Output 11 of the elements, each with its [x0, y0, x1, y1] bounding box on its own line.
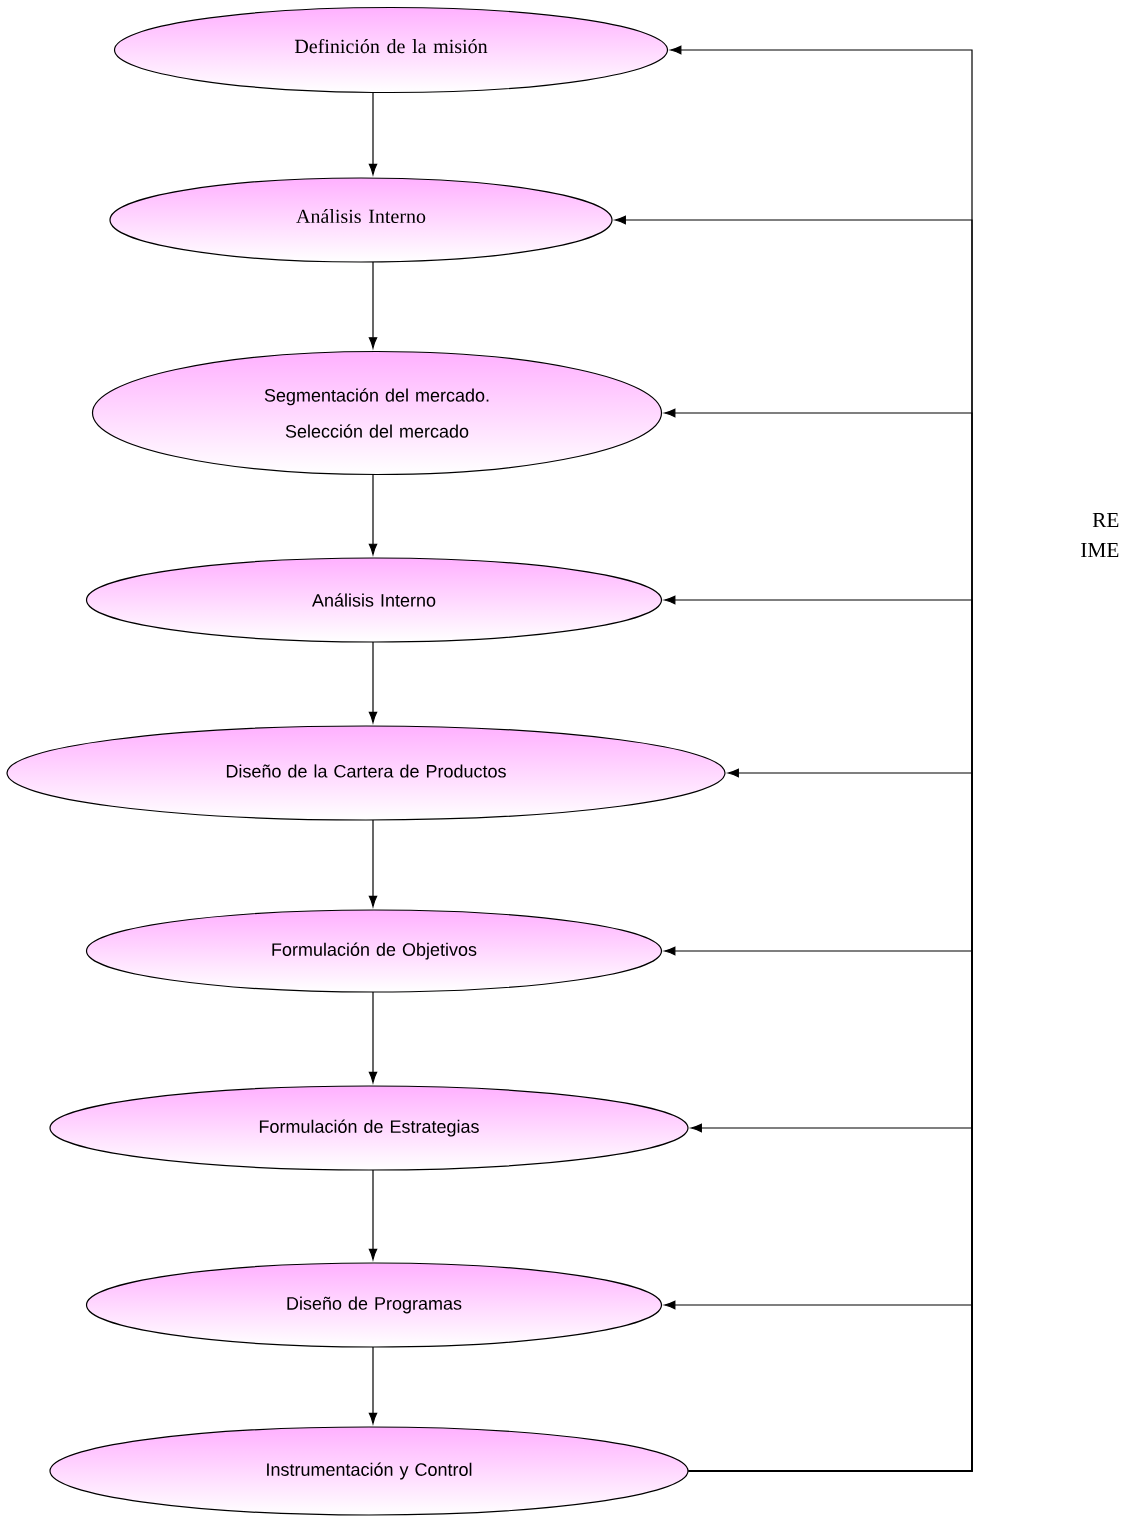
arrow — [368, 819, 378, 907]
arrow — [368, 1169, 378, 1260]
arrow — [368, 991, 378, 1083]
side-label: RE — [1092, 513, 1119, 527]
arrow — [368, 641, 378, 723]
arrow — [368, 1346, 378, 1424]
arrow — [664, 1300, 973, 1472]
arrow — [368, 261, 378, 349]
side-label: IME — [1081, 543, 1119, 557]
arrow — [368, 91, 378, 175]
arrow — [368, 473, 378, 555]
